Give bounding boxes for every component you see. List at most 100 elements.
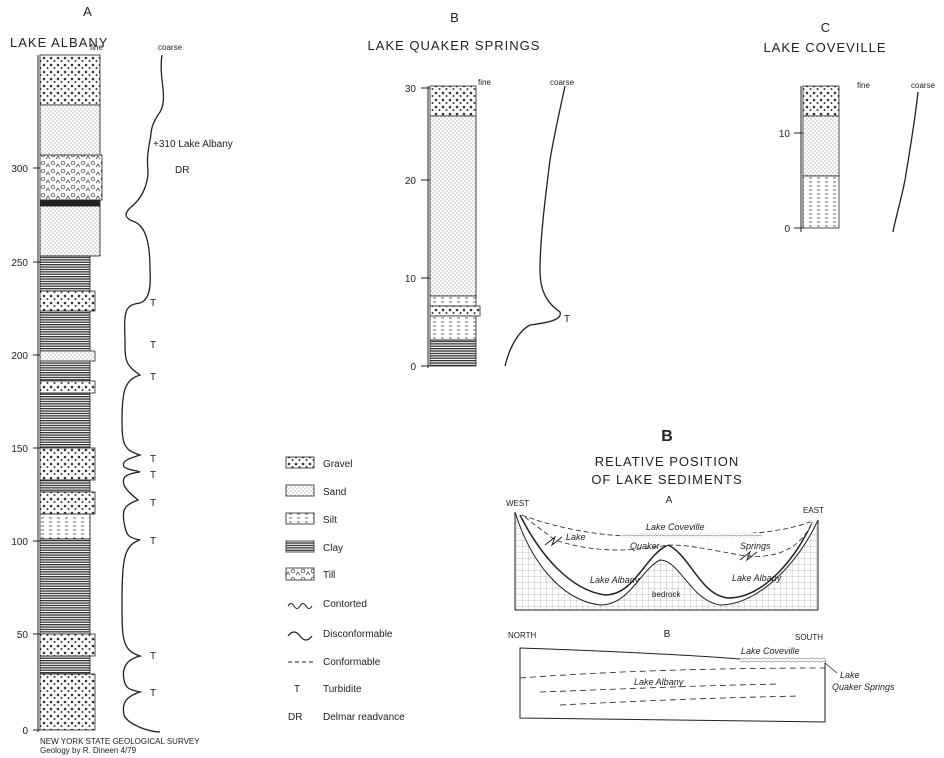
stratum-silt (430, 316, 476, 340)
turbidite-mark: T (150, 470, 156, 481)
stratum-gravel (430, 306, 480, 316)
legend-turbidite-label: Turbidite (323, 684, 362, 695)
stratum-till (40, 155, 102, 200)
section-a-west-label: WEST (506, 499, 529, 508)
column-a-lake-albany: A LAKE ALBANY fine coarse 0 50 100 150 2… (10, 4, 233, 737)
stratum-clay (40, 480, 90, 492)
stratum-gravel (40, 492, 95, 514)
section-a-coveville-unit (622, 533, 762, 538)
legend-sand-label: Sand (323, 487, 346, 498)
legend-till-label: Till (323, 570, 335, 581)
section-b-albany-label: Lake Albany (634, 677, 684, 687)
tick-label: 0 (410, 362, 416, 373)
tick-label: 50 (17, 630, 29, 641)
column-a-coarse-label: coarse (158, 43, 183, 52)
stratum-gravel (40, 381, 95, 393)
stratum-clay (40, 393, 90, 448)
section-a-bedrock-label: bedrock (652, 590, 681, 599)
column-b-grain-size-curve (505, 86, 565, 366)
stratum-gravel (803, 86, 839, 116)
column-c-grain-size-curve (893, 92, 918, 232)
section-a-east-label: EAST (803, 506, 824, 515)
turbidite-mark: T (564, 314, 570, 325)
column-b-fine-label: fine (478, 78, 491, 87)
turbidite-mark: T (150, 454, 156, 465)
section-b-north-label: NORTH (508, 631, 537, 640)
column-c-fine-label: fine (857, 81, 870, 90)
legend-gravel-swatch (286, 457, 314, 468)
column-a-fine-label: fine (90, 43, 103, 52)
column-c-strata (803, 86, 839, 228)
turbidite-mark: T (150, 340, 156, 351)
stratum-sand (40, 351, 95, 361)
legend-silt-label: Silt (323, 515, 337, 526)
credit-geologist: Geology by R. Dineen 4/79 (40, 746, 137, 755)
turbidite-mark: T (150, 651, 156, 662)
column-a-ticks: 0 50 100 150 200 250 300 (11, 164, 40, 737)
column-a-grain-size-curve (122, 55, 163, 732)
section-a-springs-label: Springs (740, 541, 771, 551)
column-c-ticks: 0 10 (779, 129, 803, 235)
stratum-gravel (40, 55, 100, 105)
legend-delmar-label: Delmar readvance (323, 712, 405, 723)
stratum-silt (430, 296, 476, 306)
column-b-letter: B (450, 10, 460, 25)
column-a-delmar-note: DR (175, 165, 189, 176)
tick-label: 250 (11, 258, 28, 269)
legend-turbidite-symbol: T (294, 684, 300, 695)
column-a-strata (40, 55, 102, 730)
tick-label: 100 (11, 537, 28, 548)
credit-survey: NEW YORK STATE GEOLOGICAL SURVEY (40, 737, 200, 746)
section-a-letter: A (666, 495, 673, 506)
section-b-south-label: SOUTH (795, 633, 823, 642)
stratum-sand (40, 206, 100, 256)
tick-label: 150 (11, 444, 28, 455)
stratum-gravel (40, 291, 95, 311)
section-b-coveville-label: Lake Coveville (741, 646, 800, 656)
tick-label: 20 (405, 176, 417, 187)
stratum-clay (40, 200, 100, 206)
tick-label: 300 (11, 164, 28, 175)
stratum-clay (40, 539, 90, 634)
section-b-quaker-label-2: Quaker Springs (832, 682, 895, 692)
legend-disconformable-label: Disconformable (323, 629, 393, 640)
relative-position-panel: B RELATIVE POSITION OF LAKE SEDIMENTS A … (506, 428, 895, 722)
column-a-letter: A (83, 4, 93, 19)
stratum-gravel (40, 448, 95, 480)
tick-label: 10 (405, 274, 417, 285)
stratum-clay (40, 361, 90, 381)
column-b-title: LAKE QUAKER SPRINGS (368, 38, 541, 53)
section-b-coveville-unit (740, 657, 825, 663)
stratum-silt (803, 176, 839, 228)
column-c-lake-coveville: C LAKE COVEVILLE fine coarse 0 10 (763, 20, 935, 235)
legend-contorted-symbol (288, 604, 312, 609)
stratum-gravel (40, 634, 95, 656)
legend-conformable-label: Conformable (323, 657, 381, 668)
section-b-letter: B (664, 629, 671, 640)
stratum-clay (430, 340, 476, 366)
stratum-sand (430, 116, 476, 296)
column-b-coarse-label: coarse (550, 78, 575, 87)
tick-label: 0 (22, 726, 28, 737)
column-b-lake-quaker-springs: B LAKE QUAKER SPRINGS fine coarse 0 10 2… (368, 10, 575, 373)
legend-gravel-label: Gravel (323, 459, 352, 470)
section-a-coveville-label: Lake Coveville (646, 522, 705, 532)
section-a-albany-label-west: Lake Albany (590, 575, 640, 585)
column-b-strata (430, 86, 480, 366)
section-b-quaker-label-1: Lake (840, 670, 860, 680)
legend-clay-swatch (286, 541, 314, 552)
section-b-quaker-pointer (825, 663, 837, 673)
turbidite-mark: T (150, 372, 156, 383)
stratum-silt (40, 514, 90, 539)
legend-delmar-symbol: DR (288, 712, 302, 723)
turbidite-mark: T (150, 688, 156, 699)
stratum-sand (40, 105, 100, 155)
legend-contorted-label: Contorted (323, 599, 367, 610)
stratum-clay (40, 656, 90, 674)
legend: Gravel Sand Silt Clay Till Contorted Dis… (286, 457, 405, 723)
section-b-north-south: B NORTH SOUTH Lake Coveville Lake Albany… (508, 629, 895, 722)
credit-block: NEW YORK STATE GEOLOGICAL SURVEY Geology… (40, 737, 200, 755)
relative-letter: B (661, 428, 673, 445)
relative-title-line2: OF LAKE SEDIMENTS (591, 472, 742, 487)
